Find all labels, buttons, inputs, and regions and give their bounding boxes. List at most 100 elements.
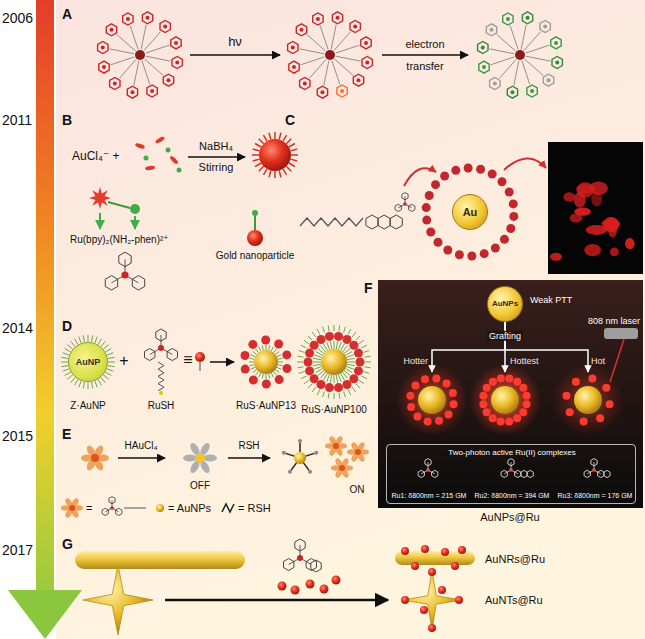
illustration-dot	[443, 245, 452, 254]
illustration-shape	[313, 13, 323, 25]
illustration-line	[336, 341, 337, 349]
illustration-shape	[604, 470, 610, 477]
illustration-dot	[102, 65, 106, 69]
illustration-dot	[566, 408, 574, 416]
illustration-dot	[252, 210, 258, 216]
illustration-dot	[451, 166, 460, 175]
illustration-dot	[422, 216, 431, 225]
illustration-shape	[332, 12, 342, 24]
illustration-line	[67, 375, 72, 379]
illustration-line	[297, 366, 303, 368]
illustration-shape	[527, 470, 533, 477]
illustration-line	[273, 371, 276, 375]
illustration-line	[165, 599, 388, 602]
illustration-line	[255, 371, 258, 375]
illustration-line	[352, 387, 356, 392]
panel-letter: E	[62, 426, 71, 442]
text-label: electron	[405, 38, 444, 51]
illustration-line	[144, 59, 163, 76]
illustration-dot	[489, 378, 497, 386]
illustration-line	[71, 377, 75, 382]
illustration-line	[363, 372, 369, 374]
illustration-dot	[606, 400, 614, 408]
illustration-shape	[508, 459, 514, 466]
node-text: Weak PTT	[530, 295, 572, 305]
illustration-shape	[366, 215, 378, 229]
illustration-dot	[240, 351, 249, 360]
illustration-shape	[409, 204, 415, 211]
illustration-line	[274, 132, 276, 139]
illustration-line	[332, 61, 340, 85]
illustration-line	[359, 380, 364, 384]
illustration-line	[348, 390, 351, 395]
illustration-shape	[317, 86, 327, 98]
illustration-line	[266, 345, 267, 350]
illustration-line	[98, 339, 102, 345]
illustration-dot	[333, 443, 339, 449]
node-text: 808 nm laser	[588, 316, 640, 326]
edge-label: Grafting	[487, 331, 523, 341]
illustration-line	[347, 358, 355, 359]
illustration-dot	[555, 61, 559, 65]
illustration-dot	[479, 392, 487, 400]
illustration-dot	[259, 139, 291, 171]
illustration-line	[327, 342, 330, 350]
illustration-shape	[89, 187, 111, 209]
illustration-dot	[325, 50, 335, 60]
illustration-dot	[490, 28, 494, 32]
illustration-line	[313, 362, 321, 363]
illustration-line	[95, 381, 97, 388]
illustration-dot	[321, 349, 347, 375]
text-label: RuSH	[148, 400, 175, 412]
illustration-dot	[505, 374, 513, 382]
illustration-line	[309, 59, 326, 78]
illustration-line	[271, 373, 273, 378]
text-label: RSH	[238, 440, 259, 452]
illustration-line	[278, 362, 283, 363]
illustration-shape	[127, 86, 137, 98]
panel-letter: C	[285, 112, 295, 128]
illustration-shape	[155, 136, 166, 144]
illustration-dot	[491, 386, 519, 414]
illustration-line	[346, 355, 354, 358]
text-label: 2011	[2, 112, 32, 128]
illustration-dot	[325, 383, 334, 392]
gold-sphere: AuNPsWeak PTT	[487, 286, 523, 322]
illustration-dot	[513, 414, 521, 422]
illustration-dot	[428, 568, 436, 576]
illustration-line	[289, 163, 295, 167]
illustration-dot	[426, 468, 430, 472]
illustration-dot	[412, 381, 420, 389]
illustration-shape	[172, 57, 182, 69]
illustration-line	[210, 361, 234, 363]
illustration-line	[365, 356, 371, 358]
illustration-shape	[570, 213, 583, 222]
illustration-shape	[584, 470, 590, 477]
illustration-line	[146, 56, 171, 61]
text-label: RuS·AuNP13	[236, 400, 296, 412]
illustration-dot	[343, 335, 352, 344]
illustration-shape	[8, 590, 82, 639]
illustration-dot	[320, 90, 324, 94]
illustration-line	[108, 362, 115, 363]
illustration-shape	[300, 218, 363, 226]
illustration-dot	[491, 243, 500, 252]
illustration-shape	[478, 42, 488, 54]
illustration-line	[95, 337, 97, 344]
panel-letter: B	[62, 112, 72, 128]
node-text: Hot	[591, 356, 605, 366]
illustration-line	[107, 369, 114, 371]
connector	[432, 322, 505, 372]
illustration-dot	[500, 235, 509, 244]
illustration-dot	[175, 61, 179, 65]
gold-core: AuNP	[68, 342, 108, 382]
illustration-line	[277, 367, 282, 369]
illustration-dot	[135, 50, 145, 60]
illustration-dot	[336, 16, 340, 20]
illustration-dot	[440, 172, 449, 181]
text-label: =	[86, 502, 92, 515]
illustration-dot	[282, 451, 286, 455]
illustration-line	[254, 214, 256, 230]
illustration-line	[344, 327, 346, 333]
illustration-shape	[123, 13, 133, 25]
